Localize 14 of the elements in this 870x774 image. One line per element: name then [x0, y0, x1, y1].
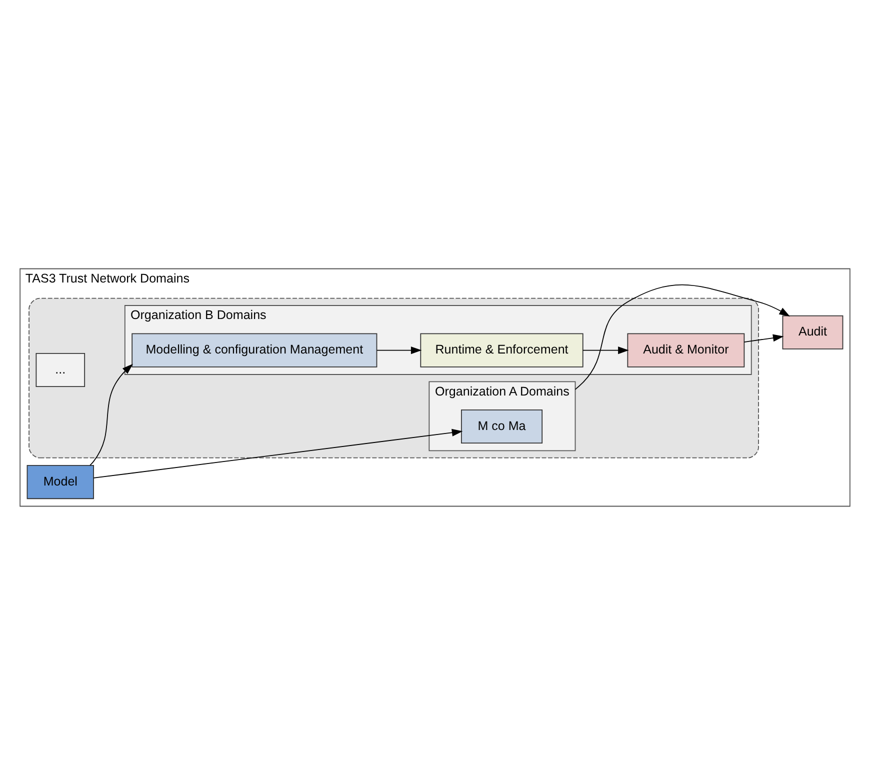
node-box: Audit: [782, 314, 844, 349]
node-box: ...: [36, 352, 86, 387]
node-box: Audit & Monitor: [627, 332, 745, 367]
arrow: [582, 346, 629, 354]
node-box: Model: [26, 464, 94, 499]
arrow: [90, 363, 133, 466]
arrow: [574, 284, 790, 390]
arrow: [376, 346, 422, 354]
arrow: [93, 428, 463, 478]
node-box: M co Ma: [461, 408, 543, 444]
node-box: Runtime & Enforcement: [420, 332, 584, 367]
node-box: Modelling & configuration Management: [132, 332, 378, 367]
cluster: [28, 297, 759, 458]
arrow: [744, 334, 784, 342]
